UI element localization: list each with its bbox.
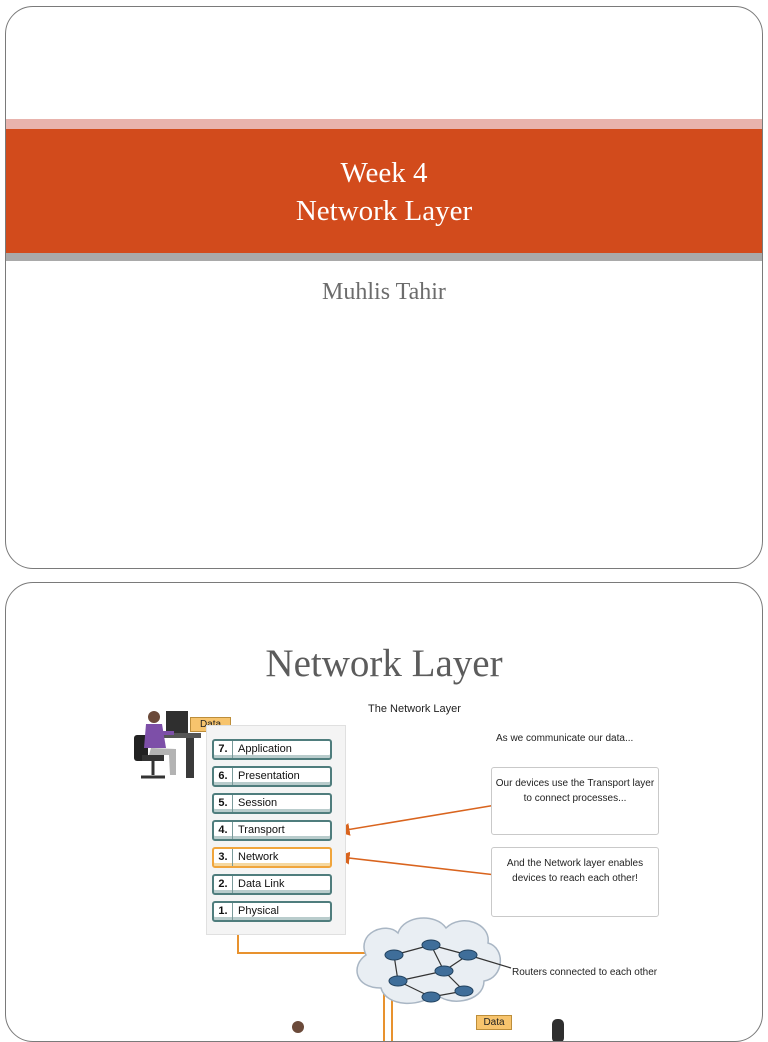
device-bottom-right-icon bbox=[552, 1019, 564, 1041]
osi-layer-transport: 4. Transport bbox=[212, 820, 332, 841]
layer-number: 3. bbox=[214, 849, 233, 866]
layer-label: Application bbox=[238, 743, 292, 755]
osi-layer-physical: 1. Physical bbox=[212, 901, 332, 922]
osi-layer-presentation: 6. Presentation bbox=[212, 766, 332, 787]
title-band-top-stripe bbox=[6, 119, 762, 129]
data-tag-bottom: Data bbox=[476, 1015, 512, 1030]
slide-title-text: Week 4 Network Layer bbox=[6, 154, 762, 230]
network-callout: And the Network layer enables devices to… bbox=[491, 847, 659, 917]
title-band-bottom-stripe bbox=[6, 253, 762, 261]
person-bottom-left-icon bbox=[292, 1021, 304, 1033]
figure-caption: The Network Layer bbox=[368, 703, 461, 715]
layer-label: Data Link bbox=[238, 878, 285, 890]
layer-label: Network bbox=[238, 851, 279, 863]
title-line-topic: Network Layer bbox=[295, 195, 473, 227]
osi-layer-data-link: 2. Data Link bbox=[212, 874, 332, 895]
author-name: Muhlis Tahir bbox=[322, 279, 446, 305]
diagram-graphics bbox=[134, 711, 564, 1041]
routers-label: Routers connected to each other bbox=[512, 967, 658, 978]
layer-label: Transport bbox=[238, 824, 285, 836]
osi-layer-network: 3. Network bbox=[212, 847, 332, 868]
router-cloud-icon bbox=[356, 917, 512, 1005]
layer-number: 7. bbox=[214, 741, 233, 758]
layer-number: 1. bbox=[214, 903, 233, 920]
title-band bbox=[6, 129, 762, 253]
transport-arrow bbox=[336, 804, 497, 836]
osi-layer-session: 5. Session bbox=[212, 793, 332, 814]
layer-label: Session bbox=[238, 797, 278, 809]
layer-number: 2. bbox=[214, 876, 233, 893]
slide-network-layer: Network Layer The Network Layer bbox=[5, 582, 763, 1042]
user-at-computer-icon bbox=[134, 711, 201, 779]
layer-number: 4. bbox=[214, 822, 233, 839]
osi-layer-application: 7. Application bbox=[212, 739, 332, 760]
layer-number: 6. bbox=[214, 768, 233, 785]
layer-number: 5. bbox=[214, 795, 233, 812]
title-line-week: Week 4 bbox=[340, 157, 428, 189]
transport-callout: Our devices use the Transport layer to c… bbox=[491, 767, 659, 835]
layer-label: Physical bbox=[238, 905, 279, 917]
network-arrow bbox=[336, 851, 497, 876]
layer-label: Presentation bbox=[238, 770, 300, 782]
slide-title: Week 4 Network Layer Muhlis Tahir bbox=[5, 6, 763, 569]
slide-heading: Network Layer bbox=[265, 642, 503, 685]
intro-text: As we communicate our data... bbox=[496, 733, 634, 744]
